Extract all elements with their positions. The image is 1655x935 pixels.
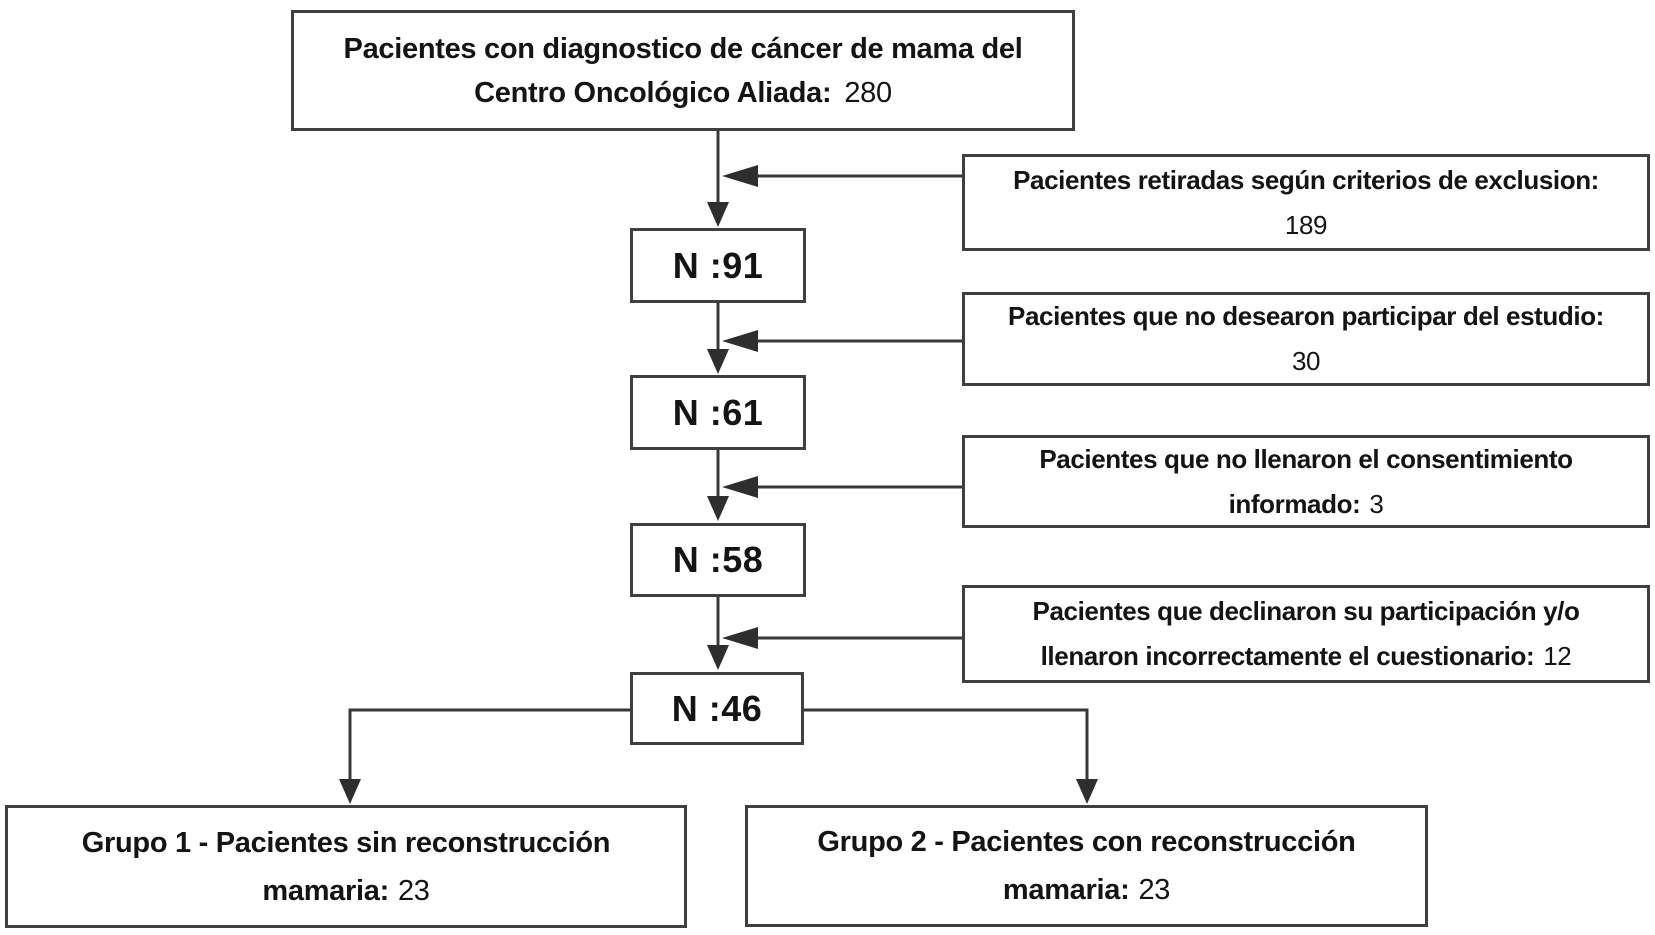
exclusion-line2: informado: 3 (1229, 482, 1384, 527)
exclusion-line1: Pacientes retiradas según criterios de e… (1013, 164, 1599, 195)
arrowhead-left-exclusion4 (722, 627, 758, 649)
box-declined-participation: Pacientes que no desearon participar del… (962, 292, 1650, 386)
group-line2: mamaria:23 (1002, 866, 1171, 914)
box-count-n91: N :91 (630, 228, 806, 303)
box-group2-con-reconstruccion: Grupo 2 - Pacientes con reconstrucción m… (745, 805, 1428, 927)
start-line2: Centro Oncológico Aliada: 280 (474, 71, 892, 115)
count-label: N :58 (672, 539, 764, 580)
box-count-n46: N :46 (630, 672, 804, 745)
exclusion-count: 12 (1543, 641, 1572, 671)
box-start-population: Pacientes con diagnostico de cáncer de m… (291, 10, 1075, 131)
arrowhead-down-n61 (707, 349, 729, 374)
count-label: N :61 (672, 391, 764, 433)
box-no-consent: Pacientes que no llenaron el consentimie… (962, 435, 1650, 528)
exclusion-line1: Pacientes que no llenaron el consentimie… (1039, 443, 1573, 474)
box-group1-sin-reconstruccion: Grupo 1 - Pacientes sin reconstrucción m… (5, 805, 687, 928)
box-exclusion-criteria: Pacientes retiradas según criterios de e… (962, 154, 1650, 251)
arrowhead-down-group2 (1076, 779, 1098, 804)
exclusion-line1: Pacientes que declinaron su participació… (1032, 596, 1580, 626)
exclusion-count: 30 (1291, 346, 1321, 376)
exclusion-count: 3 (1369, 488, 1384, 519)
arrowhead-down-n91 (707, 202, 729, 227)
group-line1: Grupo 2 - Pacientes con reconstrucción (817, 826, 1356, 858)
start-count: 280 (844, 76, 892, 109)
box-incorrect-questionnaire: Pacientes que declinaron su participació… (962, 585, 1650, 683)
exclusion-line1: Pacientes que no desearon participar del… (1008, 301, 1604, 331)
group-line2: mamaria:23 (262, 867, 430, 915)
group-line1: Grupo 1 - Pacientes sin reconstrucción (81, 826, 611, 859)
group-line2-label: mamaria: (262, 874, 389, 907)
arrowhead-left-exclusion2 (722, 330, 758, 352)
group-line2-label: mamaria: (1002, 874, 1130, 906)
arrowhead-down-n58 (707, 496, 729, 521)
exclusion-line2-label: llenaron incorrectamente el cuestionario… (1040, 641, 1535, 671)
group-count: 23 (1138, 874, 1171, 906)
arrowhead-down-group1 (339, 779, 361, 804)
box-count-n61: N :61 (630, 375, 806, 450)
arrowhead-down-n46 (707, 645, 729, 670)
count-label: N :91 (672, 244, 764, 286)
exclusion-count: 189 (1284, 209, 1328, 240)
start-line2-label: Centro Oncológico Aliada: (474, 76, 832, 109)
edge-n46-to-group1 (348, 708, 630, 784)
exclusion-line2: llenaron incorrectamente el cuestionario… (1041, 634, 1572, 679)
group-count: 23 (397, 874, 430, 907)
arrowhead-left-exclusion3 (722, 476, 758, 498)
edge-n46-to-group2 (804, 708, 1089, 784)
arrowhead-left-exclusion1 (722, 165, 758, 187)
exclusion-line2-label: informado: (1228, 488, 1361, 519)
count-label: N :46 (671, 687, 763, 729)
box-count-n58: N :58 (630, 523, 806, 597)
start-line1: Pacientes con diagnostico de cáncer de m… (343, 32, 1023, 65)
